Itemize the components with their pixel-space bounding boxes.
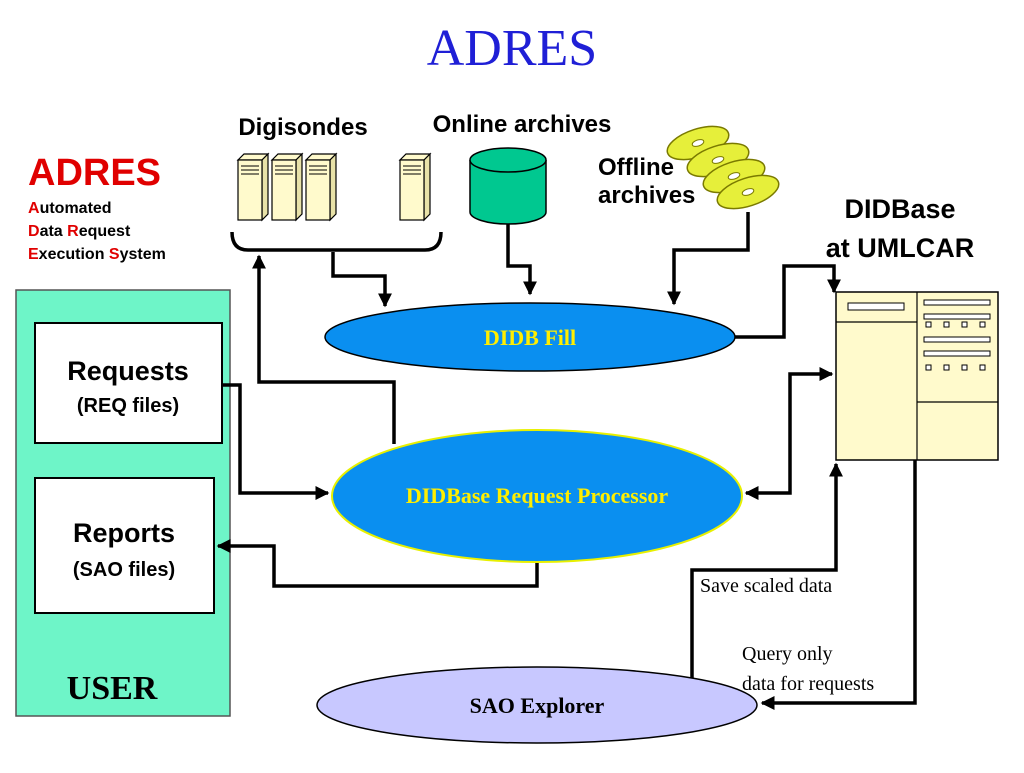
server-tower-icon [304, 152, 338, 222]
digisondes-to-fill-arrow [331, 252, 392, 308]
processor-to-reports-arrow [216, 539, 539, 588]
requests-to-processor-arrow [222, 383, 330, 500]
online-archives-label: Online archives [433, 111, 612, 138]
request-processor-label: DIDBase Request Processor [406, 483, 669, 508]
digisonde-servers [236, 152, 432, 222]
adres-heading: ADRES [28, 152, 161, 194]
offline-archives-label-1: Offline [598, 154, 674, 181]
database-cylinder-icon [469, 147, 547, 225]
sao-save-scaled-arrow [690, 462, 843, 680]
didbase-label-2: at UMLCAR [826, 233, 975, 263]
digisondes-brace [230, 231, 443, 252]
didbase-query-arrow [760, 460, 917, 710]
didb-fill-label: DIDB Fill [484, 325, 576, 350]
offline-archives-label-2: archives [598, 182, 695, 209]
didbase-server-cabinet-icon [835, 291, 999, 461]
acronym-line-data-request: Data Request [28, 223, 131, 240]
requests-subtitle: (REQ files) [77, 395, 179, 417]
didbase-label-1: DIDBase [844, 194, 955, 224]
digisondes-label: Digisondes [238, 114, 367, 141]
query-label-2: data for requests [742, 673, 874, 695]
acronym-line-automated: Automated [28, 200, 112, 217]
online-to-fill-arrow [506, 224, 537, 296]
sao-explorer-node [316, 666, 758, 744]
server-tower-icon [236, 152, 270, 222]
fill-to-didbase-arrow [734, 264, 841, 339]
request-processor-node [331, 429, 743, 563]
reports-subtitle: (SAO files) [73, 559, 175, 581]
offline-to-fill-arrow [667, 212, 750, 306]
user-label: USER [67, 670, 158, 707]
acronym-line-execution-system: Execution System [28, 246, 166, 263]
reports-title: Reports [73, 518, 175, 548]
server-tower-icon [270, 152, 304, 222]
didb-fill-node [324, 302, 736, 372]
processor-to-digisondes-arrow [252, 254, 396, 444]
requests-box [34, 322, 223, 444]
query-label-1: Query only [742, 643, 833, 665]
cd-disc-stack-icon [666, 125, 780, 210]
processor-didbase-bidirectional-arrow [744, 367, 834, 500]
page-title: ADRES [427, 20, 597, 77]
reports-box [34, 477, 215, 614]
sao-explorer-label: SAO Explorer [470, 693, 605, 718]
save-scaled-label: Save scaled data [700, 575, 832, 597]
server-tower-icon [398, 152, 432, 222]
requests-title-text: Requests [67, 356, 189, 386]
